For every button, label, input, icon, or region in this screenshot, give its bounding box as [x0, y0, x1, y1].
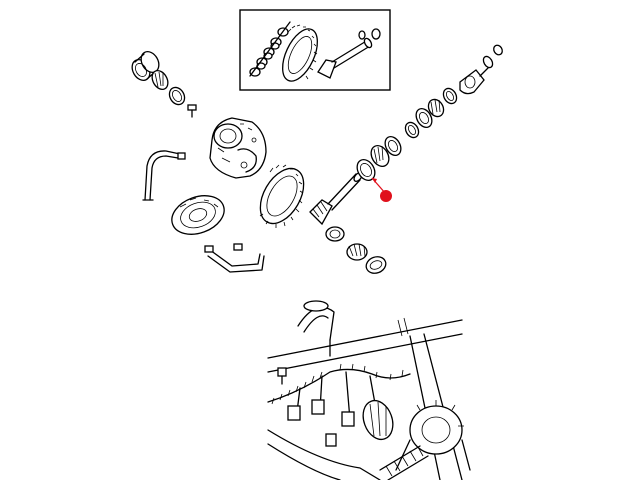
pinion-inner-bearing — [370, 145, 390, 167]
pinion-gear — [309, 172, 363, 226]
left-bearing-stack — [131, 51, 197, 118]
pinion-nut-washer — [482, 44, 503, 69]
pinion-outer-bearing — [427, 98, 445, 118]
shim-left — [168, 86, 186, 106]
pinion-bearing-stack — [354, 44, 503, 183]
inset-ring-gear — [282, 24, 318, 82]
breather-hose — [204, 243, 265, 273]
axle-seal-plate — [171, 195, 225, 235]
bearing-cone-left — [151, 70, 169, 90]
lower-bearing-set — [325, 226, 387, 274]
pinion-bearing-shim[interactable] — [354, 156, 379, 183]
differential-housing-installed — [395, 400, 471, 471]
differential-case — [209, 117, 267, 179]
bolt-indicator — [277, 367, 287, 385]
frame-crossmember — [267, 300, 463, 373]
callout-marker[interactable] — [380, 190, 392, 202]
inset-bearing-set — [249, 21, 291, 77]
bearing-cup-inner — [384, 136, 402, 156]
ring-gear — [259, 164, 305, 228]
frame-rail — [397, 317, 463, 480]
vehicle-axle-view — [267, 300, 471, 480]
bearing-cup-outer — [415, 108, 433, 128]
collapsible-spacer — [404, 121, 420, 139]
companion-flange — [459, 63, 493, 95]
driveshaft-boot — [379, 445, 429, 480]
bearing-cup-left — [131, 51, 160, 81]
inset-pinion-gear — [317, 28, 381, 79]
ring-pinion-inset — [239, 9, 391, 91]
axle-housing — [267, 399, 394, 480]
axle-vent-hose — [142, 150, 186, 201]
pinion-seal — [442, 87, 458, 105]
bolt-left — [187, 104, 197, 118]
wiring-harness — [267, 363, 411, 421]
callout-pointer — [371, 177, 392, 202]
